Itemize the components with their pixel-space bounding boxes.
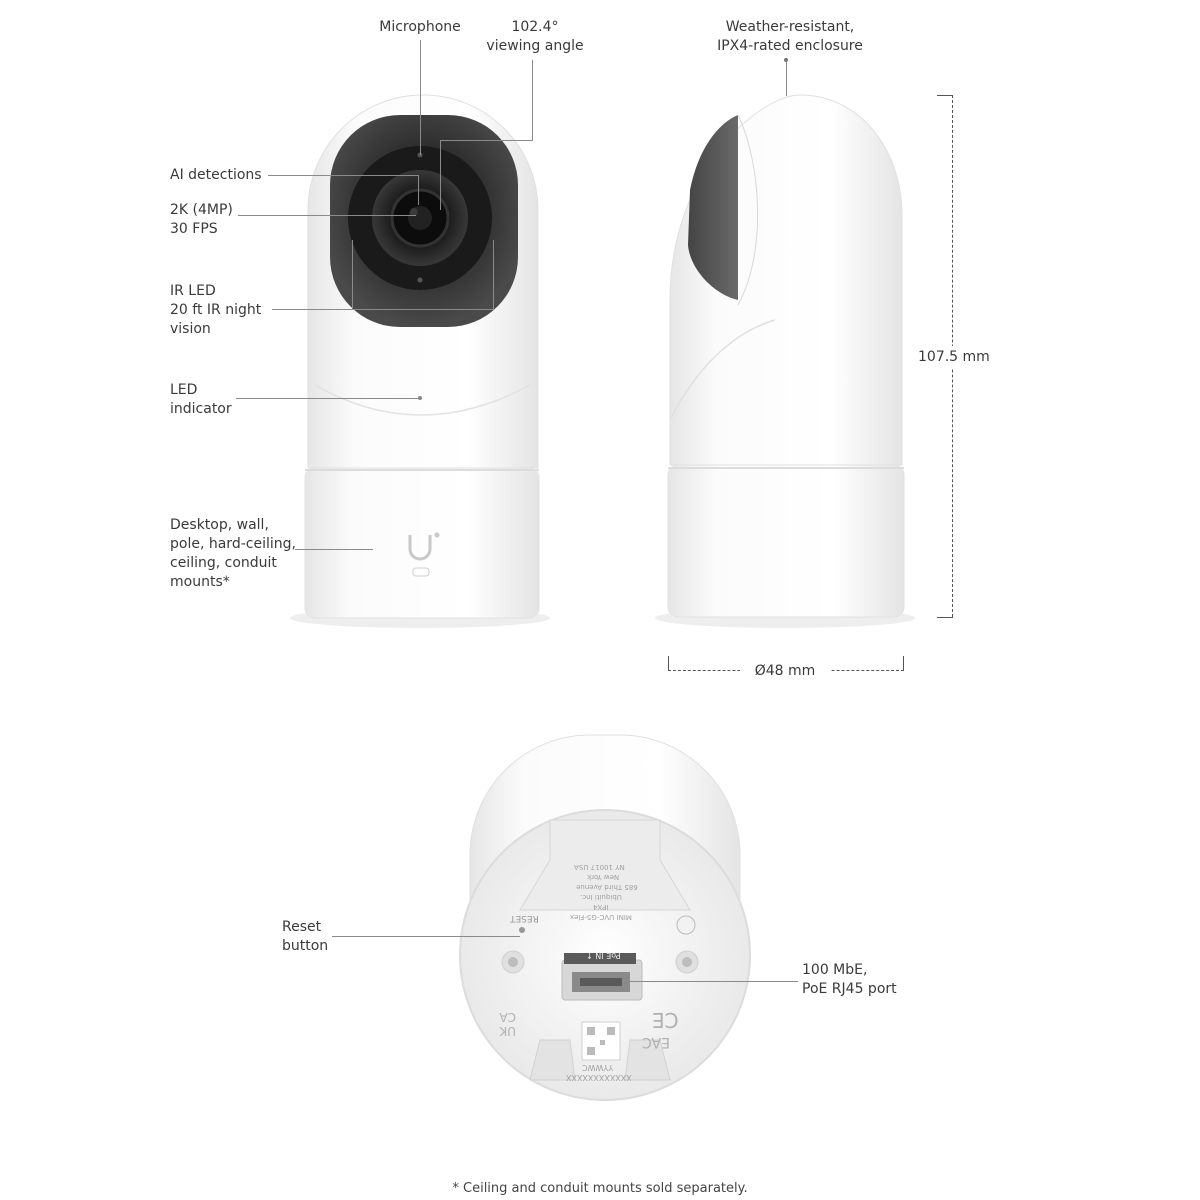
diameter-tick-right	[903, 656, 904, 670]
leader-ai-detections	[268, 175, 418, 176]
diameter-tick-left	[668, 656, 669, 670]
front-camera	[304, 94, 540, 619]
leader-ir-led-right	[493, 240, 494, 310]
leader-port	[628, 981, 798, 982]
back-address-line-1: 685 Third Avenue	[576, 883, 638, 891]
leader-viewing-angle	[532, 60, 533, 140]
leader-microphone	[420, 40, 421, 155]
back-eac-mark: EAC	[642, 1034, 670, 1050]
label-enclosure: Weather-resistant, IPX4-rated enclosure	[717, 19, 863, 54]
back-port-text: PoE IN ↑	[586, 951, 621, 960]
label-mounts: Desktop, wall, pole, hard-ceiling, ceili…	[170, 517, 296, 590]
leader-mounts	[295, 549, 373, 550]
back-ukca-mark: UK CA	[499, 1010, 516, 1038]
label-port: 100 MbE, PoE RJ45 port	[802, 962, 897, 997]
side-camera	[667, 94, 905, 618]
leader-viewing-angle-h	[440, 140, 533, 141]
back-camera	[459, 734, 751, 1101]
leader-led-indicator	[236, 398, 418, 399]
dot-enclosure	[784, 58, 788, 62]
back-reset-text: RESET	[510, 913, 539, 923]
label-led-indicator: LED indicator	[170, 382, 232, 417]
leader-enclosure	[786, 58, 787, 96]
back-model-text: MINI UVC-G5-Flex	[570, 913, 632, 921]
footnote: * Ceiling and conduit mounts sold separa…	[452, 1181, 748, 1196]
label-microphone: Microphone	[379, 19, 461, 35]
back-company-text: Ubiquiti Inc.	[580, 893, 622, 901]
label-reset-button: Reset button	[282, 919, 329, 954]
leader-viewing-angle-v	[440, 140, 441, 210]
back-address-line-2: New York	[587, 873, 620, 881]
back-address-line-3: NY 10017 USA	[574, 863, 625, 871]
leader-ir-led	[272, 309, 494, 310]
back-ipx-text: IPX4	[593, 903, 609, 911]
back-serial-text: XXXXXXXXXXXX	[566, 1073, 632, 1082]
height-tick-top	[937, 95, 953, 96]
label-height: 107.5 mm	[918, 346, 990, 369]
height-tick-bottom	[937, 617, 953, 618]
leader-reset-button	[332, 936, 520, 937]
label-resolution: 2K (4MP) 30 FPS	[170, 202, 233, 237]
label-diameter: Ø48 mm	[740, 662, 830, 681]
label-ai-detections: AI detections	[170, 167, 262, 183]
back-ce-mark: CE	[652, 1008, 679, 1032]
leader-ai-detections-v	[418, 175, 419, 205]
back-code-text: YYWWC	[582, 1063, 614, 1072]
label-viewing-angle: 102.4° viewing angle	[486, 19, 584, 54]
leader-resolution	[238, 215, 416, 216]
leader-ir-led-left	[352, 240, 353, 310]
label-ir-led: IR LED 20 ft IR night vision	[170, 283, 262, 337]
